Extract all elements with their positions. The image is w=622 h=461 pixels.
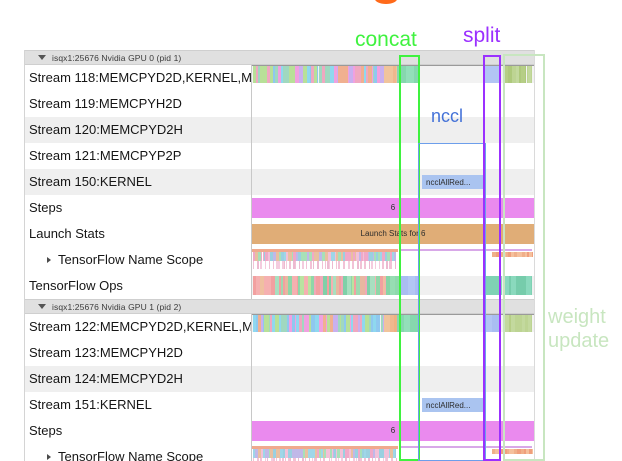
annotation-concat: concat — [355, 28, 417, 51]
row-label[interactable]: Steps — [29, 423, 63, 438]
timeline-row[interactable]: TensorFlow Name Scope — [25, 444, 534, 461]
launch-stats-bar-label: Launch Stats for 6 — [360, 229, 426, 238]
row-track[interactable] — [251, 314, 534, 340]
timeline-row[interactable]: Stream 119:MEMCPYH2D — [25, 91, 534, 117]
row-label[interactable]: Stream 121:MEMCPYP2P — [29, 148, 182, 163]
row-label[interactable]: TensorFlow Ops — [29, 278, 123, 293]
timeline-row[interactable]: TensorFlow Name Scope — [25, 247, 534, 273]
row-track[interactable]: ncclAllRed... — [251, 169, 534, 195]
row-label[interactable]: Stream 119:MEMCPYH2D — [29, 96, 182, 111]
row-label[interactable]: Stream 118:MEMCPYD2D,KERNEL,ME — [29, 70, 251, 85]
annotation-weight-update-line2: update — [548, 330, 610, 352]
row-label-text: TensorFlow Name Scope — [58, 449, 204, 461]
step-bar[interactable] — [252, 421, 534, 441]
row-label[interactable]: Stream 150:KERNEL — [29, 174, 152, 189]
group-header-gpu-1[interactable]: isqx1:25676 Nvidia GPU 1 (pid 2) — [25, 299, 534, 314]
timeline-row[interactable]: TensorFlow Ops — [25, 273, 534, 299]
expand-triangle-icon[interactable] — [47, 454, 51, 460]
row-label-text: TensorFlow Name Scope — [58, 252, 204, 267]
step-bar[interactable] — [252, 198, 534, 218]
name-scope-summary-bar[interactable] — [252, 249, 398, 252]
orange-ellipse — [375, 0, 397, 4]
row-label[interactable]: TensorFlow Name Scope — [25, 444, 251, 461]
row-label[interactable]: TensorFlow Name Scope — [25, 247, 251, 273]
row-track[interactable] — [251, 444, 534, 461]
timeline-row[interactable]: Stream 123:MEMCPYH2D — [25, 340, 534, 366]
step-bar-label: 6 — [390, 203, 396, 212]
row-track[interactable] — [251, 273, 534, 299]
annotation-split: split — [463, 24, 501, 47]
row-track[interactable] — [251, 366, 534, 392]
launch-stats-bar[interactable] — [252, 224, 534, 244]
step-bar-label: 6 — [390, 426, 396, 435]
nccl-allreduce-bar-label: ncclAllRed... — [426, 178, 471, 187]
nccl-allreduce-bar[interactable] — [422, 398, 483, 412]
name-scope-summary-bar-right[interactable] — [400, 446, 532, 448]
timeline-row[interactable]: Stream 124:MEMCPYD2H — [25, 366, 534, 392]
timeline-row[interactable]: Stream 120:MEMCPYD2H — [25, 117, 534, 143]
group-header-title: isqx1:25676 Nvidia GPU 1 (pid 2) — [52, 301, 182, 312]
timeline-row[interactable]: Steps 6 — [25, 418, 534, 444]
nccl-allreduce-bar[interactable] — [422, 175, 483, 189]
group-header-gpu-0[interactable]: isqx1:25676 Nvidia GPU 0 (pid 1) — [25, 50, 534, 65]
name-scope-summary-bar[interactable] — [252, 446, 398, 449]
row-label[interactable]: Steps — [29, 200, 63, 215]
row-label[interactable]: Stream 120:MEMCPYD2H — [29, 122, 183, 137]
row-track[interactable] — [251, 91, 534, 117]
nccl-allreduce-bar-label: ncclAllRed... — [426, 401, 471, 410]
row-label[interactable]: Launch Stats — [29, 226, 105, 241]
row-track[interactable] — [251, 247, 534, 273]
row-label[interactable]: Stream 122:MEMCPYD2D,KERNEL,MI — [29, 319, 251, 334]
row-track[interactable] — [251, 143, 534, 169]
row-track[interactable]: ncclAllRed... — [251, 392, 534, 418]
row-track[interactable]: 6 — [251, 418, 534, 444]
row-track[interactable] — [251, 65, 534, 91]
timeline-row[interactable]: Stream 122:MEMCPYD2D,KERNEL,MI — [25, 314, 534, 340]
trace-viewer-panel[interactable]: isqx1:25676 Nvidia GPU 0 (pid 1) Stream 1… — [24, 50, 535, 461]
timeline-row[interactable]: Launch Stats Launch Stats for 6 — [25, 221, 534, 247]
timeline-row[interactable]: Stream 118:MEMCPYD2D,KERNEL,ME — [25, 65, 534, 91]
row-track[interactable]: Launch Stats for 6 — [251, 221, 534, 247]
row-track[interactable] — [251, 340, 534, 366]
row-track[interactable] — [251, 117, 534, 143]
track-top-rule — [252, 314, 534, 315]
group-header-title: isqx1:25676 Nvidia GPU 0 (pid 1) — [52, 52, 182, 63]
row-label[interactable]: Stream 151:KERNEL — [29, 397, 152, 412]
timeline-row[interactable]: Stream 121:MEMCPYP2P — [25, 143, 534, 169]
timeline-row[interactable]: Stream 150:KERNEL ncclAllRed... — [25, 169, 534, 195]
collapse-caret-icon[interactable] — [38, 302, 47, 311]
timeline-row[interactable]: Steps 6 — [25, 195, 534, 221]
collapse-caret-icon[interactable] — [38, 53, 47, 62]
timeline-row[interactable]: Stream 151:KERNEL ncclAllRed... — [25, 392, 534, 418]
row-label[interactable]: Stream 124:MEMCPYD2H — [29, 371, 183, 386]
name-scope-summary-bar-right[interactable] — [400, 249, 532, 251]
expand-triangle-icon[interactable] — [47, 257, 51, 263]
track-top-rule — [252, 65, 534, 66]
row-track[interactable]: 6 — [251, 195, 534, 221]
annotation-weight-update-line1: weight — [548, 306, 606, 328]
row-label[interactable]: Stream 123:MEMCPYH2D — [29, 345, 183, 360]
